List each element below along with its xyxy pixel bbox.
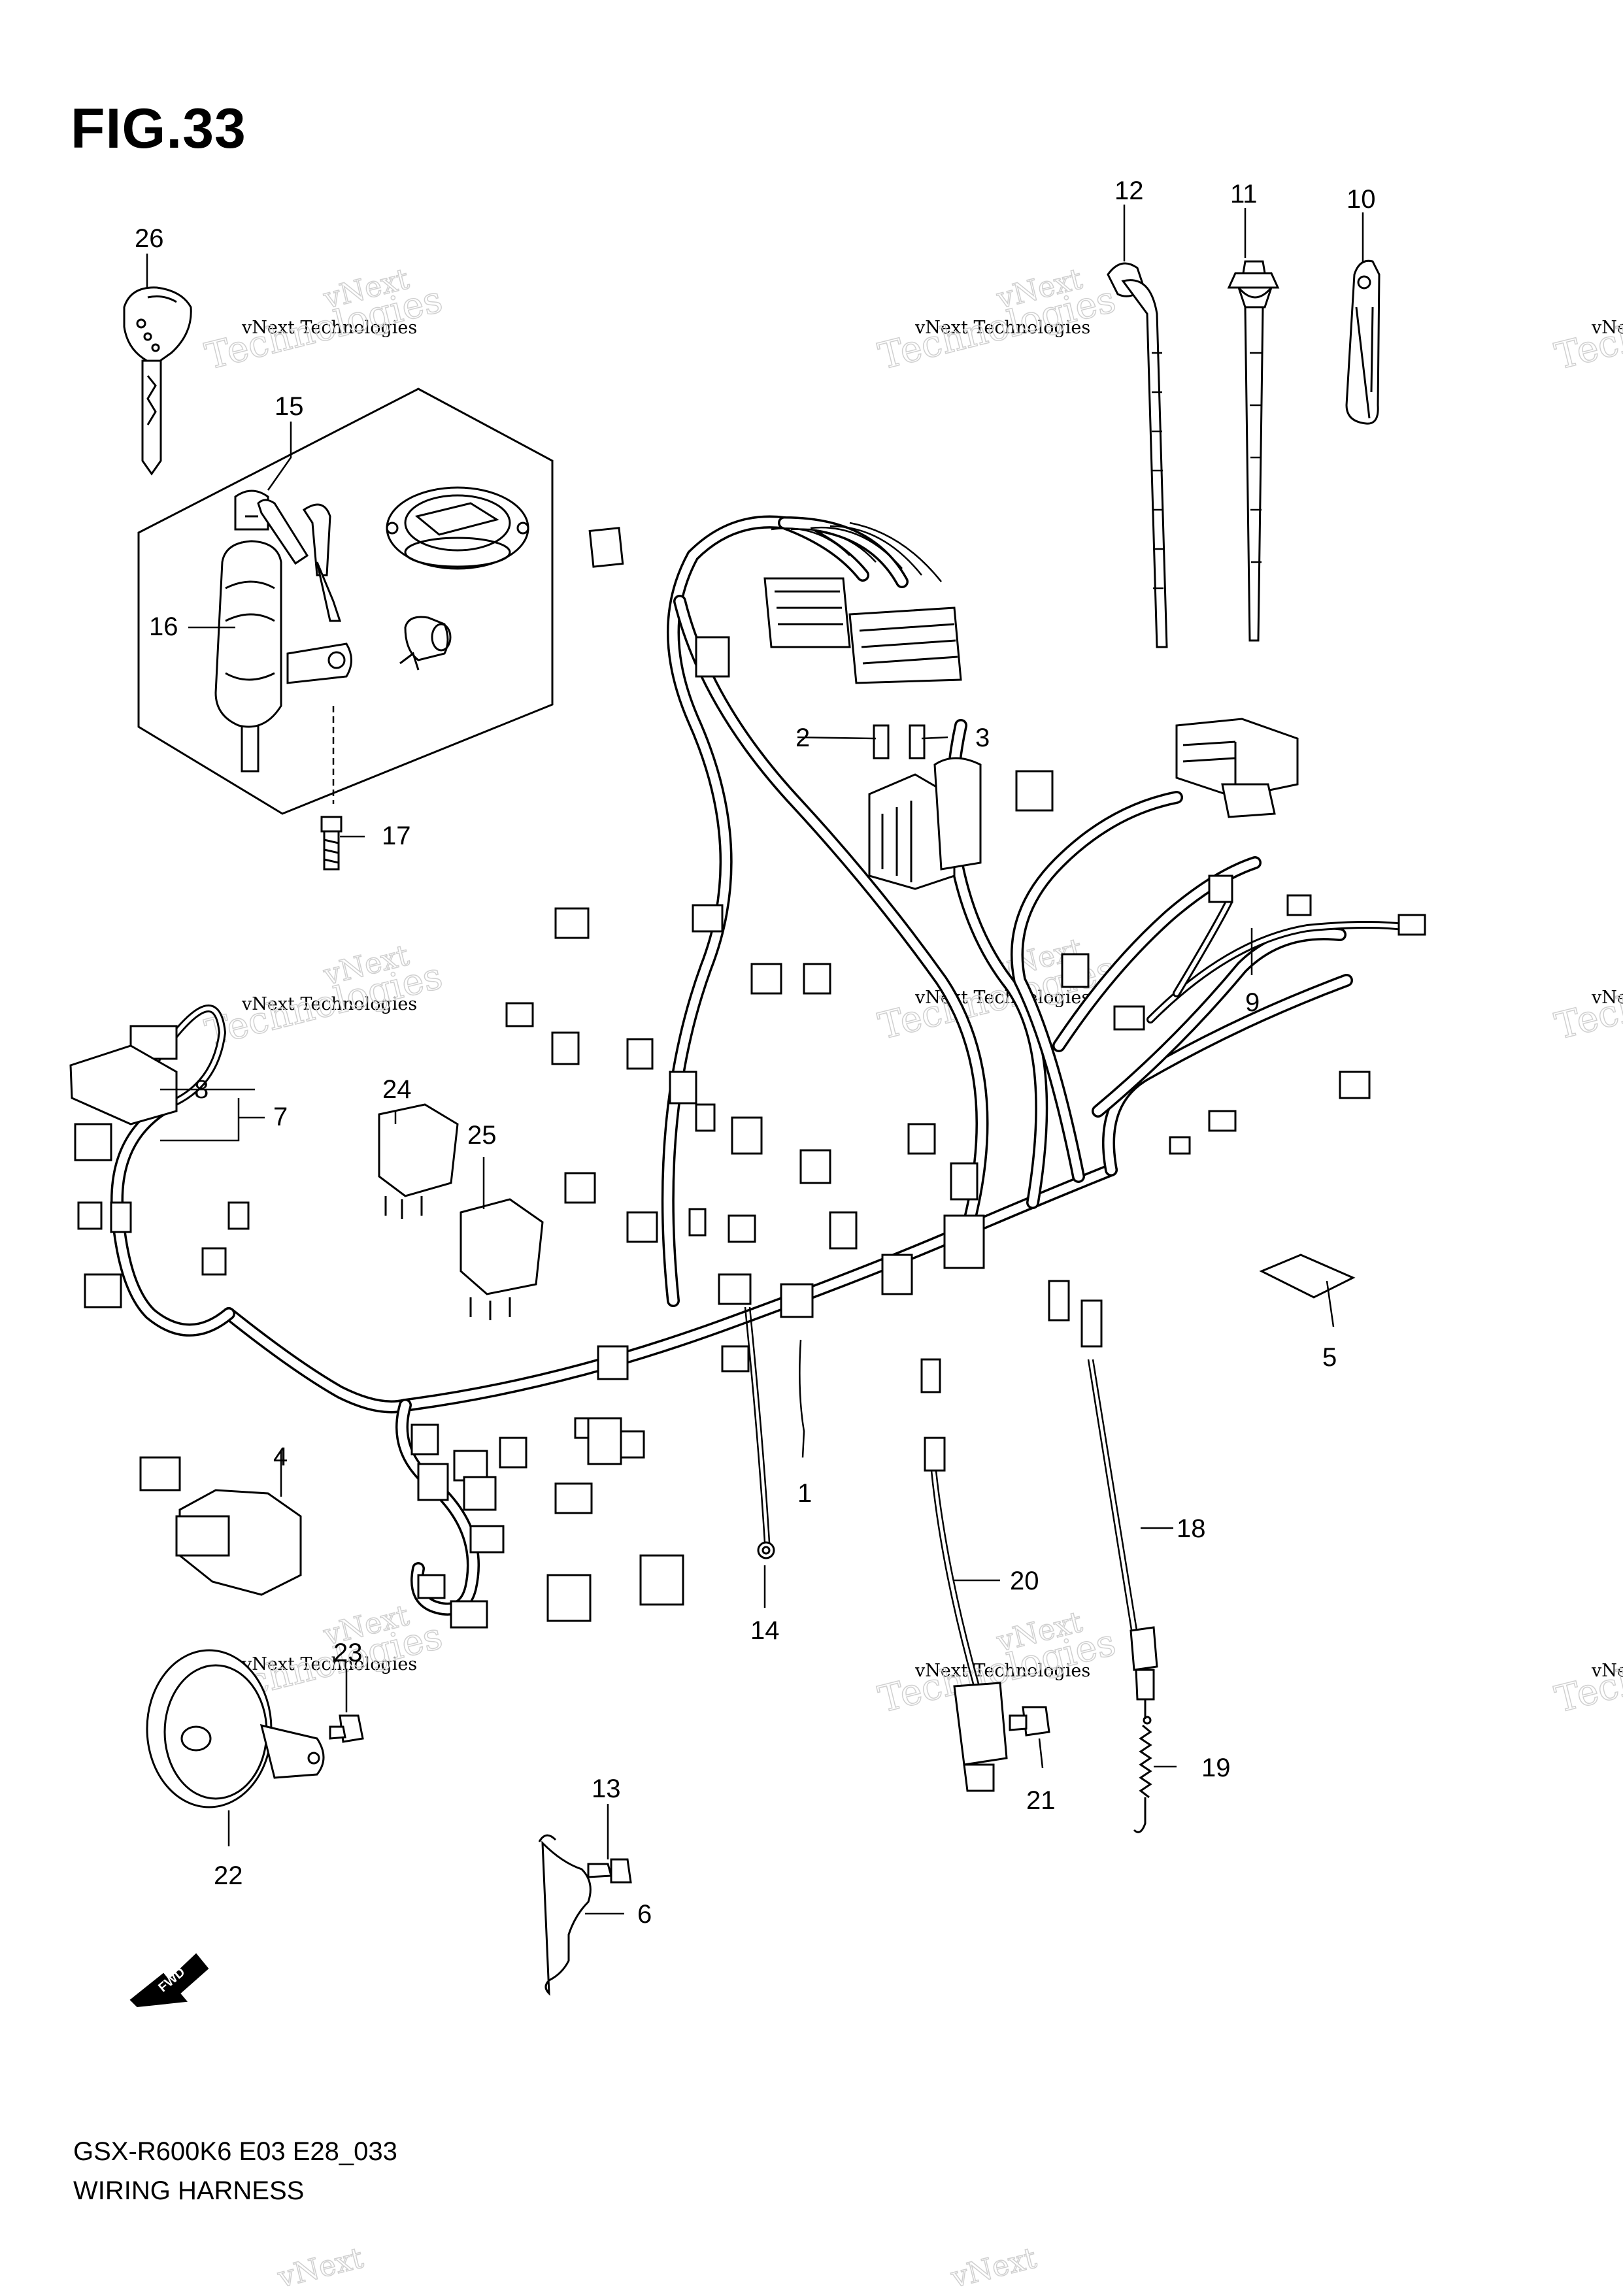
watermark-text: Technologies <box>1551 278 1623 378</box>
watermark-text: Technologies <box>1551 1622 1623 1722</box>
key-part <box>123 286 192 476</box>
watermark-text: vNext Technologies <box>241 318 417 338</box>
fwd-arrow: FWD <box>129 1953 209 2008</box>
horn-part <box>146 1649 364 1808</box>
watermark-text: vNext Technologies <box>914 1661 1090 1681</box>
callout-6: 6 <box>637 1900 652 1929</box>
callout-16: 16 <box>149 612 178 641</box>
figure-title: FIG.33 <box>71 97 246 160</box>
main-harness-wires <box>110 515 1416 1687</box>
lock-set-part <box>137 388 554 871</box>
model-code: GSX-R600K6 E03 E28_033 <box>73 2137 397 2166</box>
callout-24: 24 <box>382 1075 412 1104</box>
callout-12: 12 <box>1114 176 1144 205</box>
watermark-right-edge-3: vNext Technologies Technologies <box>1550 1621 1623 1722</box>
callout-22: 22 <box>214 1861 243 1890</box>
watermark-bottom-1: vNext <box>274 2240 367 2295</box>
watermark-mid-left: vNext Technologies vNext Technologies <box>201 938 447 1055</box>
callout-13: 13 <box>592 1774 621 1803</box>
callout-10: 10 <box>1347 185 1376 214</box>
watermark-text: vNext <box>947 2241 1040 2295</box>
callout-20: 20 <box>1010 1567 1039 1595</box>
watermark-text: vNext <box>274 2241 367 2295</box>
watermark-text: vNext Technologies <box>1591 988 1623 1008</box>
callout-18: 18 <box>1177 1514 1206 1543</box>
callout-2: 2 <box>795 724 810 752</box>
switch-part <box>953 1682 1050 1792</box>
bracket-part <box>538 1834 632 1996</box>
callout-25: 25 <box>467 1121 497 1150</box>
sensor-part <box>1129 1626 1158 1833</box>
watermark-text: vNext Technologies <box>1591 1661 1623 1681</box>
watermark-bottom-2: vNext <box>947 2240 1041 2295</box>
watermark-text: vNext Technologies <box>1591 318 1623 338</box>
callout-5: 5 <box>1322 1343 1337 1372</box>
harness-connectors <box>69 527 1426 1629</box>
callout-17: 17 <box>382 822 411 850</box>
watermark-text: Technologies <box>1551 948 1623 1048</box>
watermark-text: vNext Technologies <box>914 318 1090 338</box>
callout-1: 1 <box>797 1479 812 1508</box>
callout-15: 15 <box>275 392 304 421</box>
watermark-top-left: vNext Technologies vNext Technologies <box>201 261 447 378</box>
callout-numbers: 26 15 16 17 12 11 10 2 3 9 8 7 24 25 5 4… <box>135 176 1376 1929</box>
watermark-top-center: vNext Technologies vNext Technologies <box>874 261 1120 378</box>
callout-4: 4 <box>273 1442 288 1471</box>
callout-19: 19 <box>1201 1754 1231 1782</box>
callout-9: 9 <box>1245 988 1260 1017</box>
callout-3: 3 <box>975 724 990 752</box>
watermark-text: vNext Technologies <box>241 994 417 1014</box>
callout-26: 26 <box>135 224 164 253</box>
label-part <box>1259 1254 1356 1299</box>
leader-lines <box>146 205 1364 1915</box>
relay-parts <box>378 1103 544 1320</box>
callout-7: 7 <box>273 1103 288 1131</box>
cable-ties <box>1107 259 1380 648</box>
callout-11: 11 <box>1230 180 1258 208</box>
callout-8: 8 <box>194 1075 209 1104</box>
callout-14: 14 <box>750 1616 780 1645</box>
watermark-text: vNext Technologies <box>241 1654 417 1674</box>
watermark-right-edge-2: vNext Technologies Technologies <box>1550 948 1623 1048</box>
figure-name: WIRING HARNESS <box>73 2176 305 2205</box>
callout-23: 23 <box>333 1639 363 1667</box>
watermark-right-edge-1: vNext Technologies Technologies <box>1550 278 1623 378</box>
callout-21: 21 <box>1026 1786 1056 1815</box>
